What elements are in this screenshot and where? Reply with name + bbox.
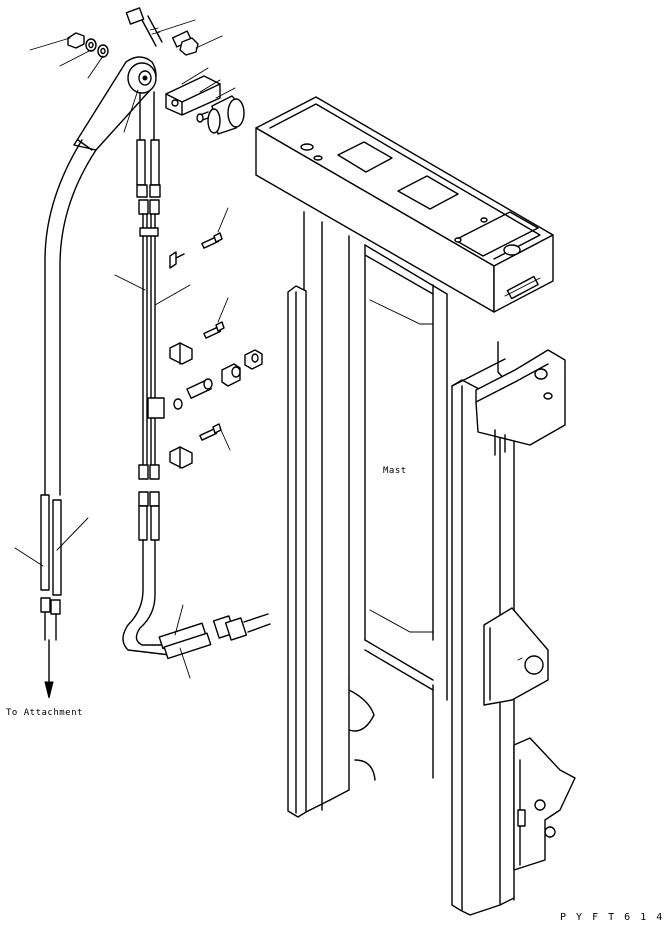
pin <box>196 95 245 135</box>
mast-top-crossbeam <box>255 96 554 313</box>
hose-clamp-3 <box>169 446 193 469</box>
adapter <box>221 363 241 387</box>
mast-label: Mast <box>383 466 407 476</box>
washer-2 <box>97 44 109 58</box>
cap-nut <box>244 349 263 370</box>
to-attachment-label: To Attachment <box>6 708 83 718</box>
hose-clamp-1 <box>169 251 185 269</box>
washer <box>85 38 97 52</box>
mast <box>255 96 576 916</box>
bolt-clamp-3 <box>199 423 222 441</box>
connector-fitting <box>186 378 213 399</box>
sheave-bracket <box>73 56 157 151</box>
bolt-clamp-2 <box>203 321 225 339</box>
hydraulic-hoses <box>40 91 271 699</box>
inner-mast-channel <box>303 211 448 811</box>
nut <box>179 37 199 56</box>
bolt-clamp-1 <box>201 232 223 249</box>
nut-left <box>67 32 85 49</box>
rail-side-pad <box>483 607 549 706</box>
drawing-code: P Y F T 6 1 4 <box>560 912 665 923</box>
hose-clamp-2 <box>169 342 193 365</box>
bolt <box>125 7 163 47</box>
hose-pulley-assembly <box>67 7 245 151</box>
leader-lines <box>14 19 236 679</box>
o-ring <box>173 398 183 410</box>
outer-mast-left-rail <box>287 285 331 818</box>
upper-rail-bracket <box>475 349 566 456</box>
lower-rail-bracket <box>513 737 576 871</box>
hose-guide-block <box>165 75 221 116</box>
